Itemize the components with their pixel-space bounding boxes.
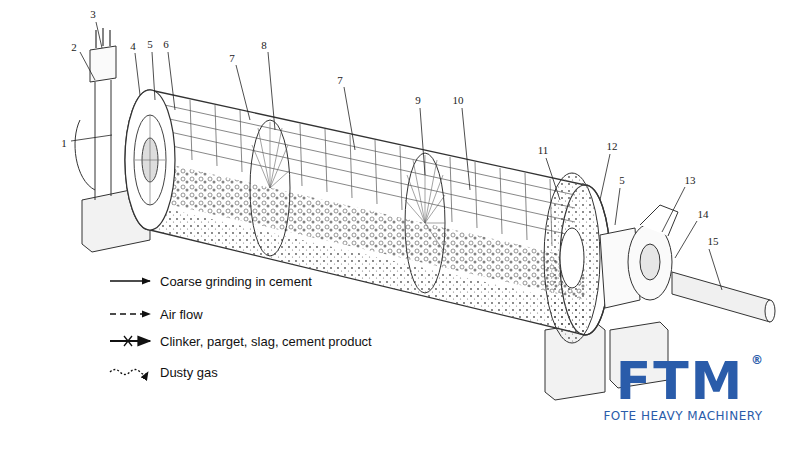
callout-number: 5 [619,175,625,186]
discharge-housing [600,205,775,322]
callout-number: 13 [685,175,696,186]
callout-number: 9 [415,95,421,106]
callout-number: 12 [607,141,618,152]
callout-number: 8 [261,40,267,51]
leader-line [71,22,722,290]
callout-number: 14 [698,209,709,220]
legend-text: Dusty gas [160,366,218,379]
callout-number: 10 [453,95,464,106]
callout-number: 15 [708,236,719,247]
legend-text: Clinker, parget, slag, cement product [160,335,372,348]
callout-number: 7 [337,75,343,86]
registered-mark: ® [751,354,763,366]
callout-number: 1 [61,138,67,149]
logo-mark: FTM [616,355,745,407]
callout-number: 5 [147,39,153,50]
feed-hopper [75,28,116,200]
callout-number: 4 [130,41,136,52]
callout-number: 7 [229,53,235,64]
legend-text: Coarse grinding in cement [160,275,312,288]
mill-shell [125,90,610,343]
legend-sample [110,281,150,375]
callout-number: 11 [538,145,549,156]
brand-name: FOTE HEAVY MACHINERY [603,410,762,422]
callout-number: 2 [71,42,77,53]
callout-number: 6 [163,39,169,50]
callout-number: 3 [90,9,96,20]
legend-text: Air flow [160,308,203,321]
